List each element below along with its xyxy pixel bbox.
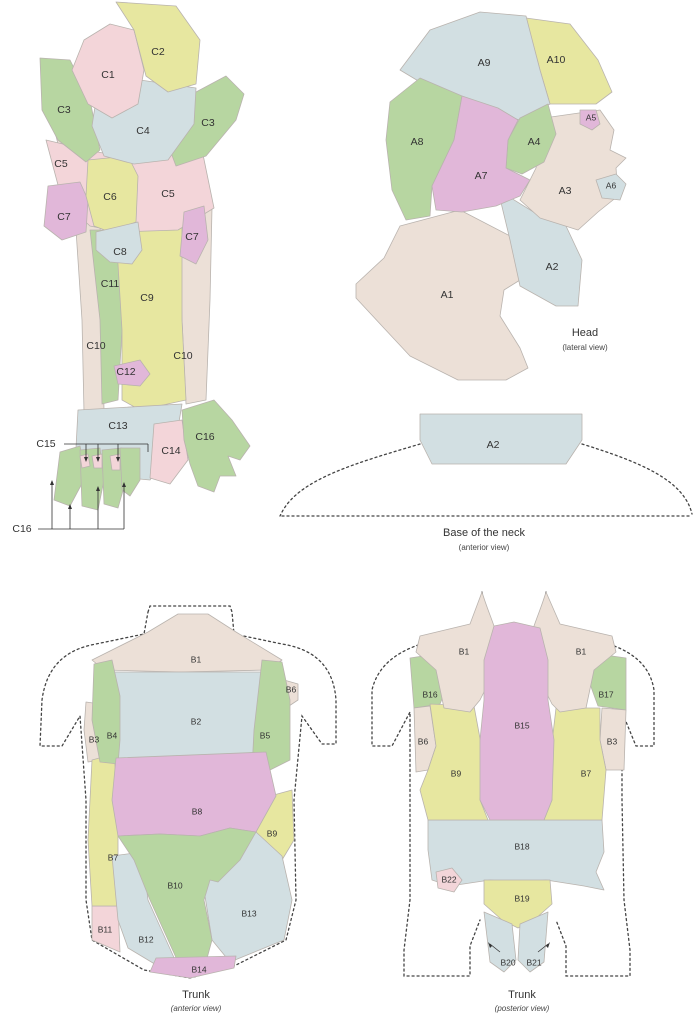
label-b6-anterior: B6 bbox=[286, 684, 297, 694]
label-a7: A7 bbox=[475, 170, 488, 182]
label-a2: A2 bbox=[546, 261, 559, 273]
label-b1-anterior: B1 bbox=[191, 654, 202, 664]
label-a9: A9 bbox=[478, 57, 491, 69]
caption-trunk-anterior: Trunk bbox=[182, 989, 210, 1001]
label-c6: C6 bbox=[103, 191, 117, 203]
label-b9-anterior: B9 bbox=[267, 828, 278, 838]
label-c11: C11 bbox=[101, 278, 120, 290]
label-a5: A5 bbox=[586, 112, 597, 122]
neck-outline-right bbox=[582, 444, 692, 514]
region-b1-anterior bbox=[92, 614, 282, 672]
label-c7-left: C7 bbox=[57, 211, 71, 223]
neck-diagram: A2 Base of the neck (anterior view) bbox=[280, 414, 692, 552]
label-c5-right: C5 bbox=[161, 188, 175, 200]
label-b4: B4 bbox=[107, 730, 118, 740]
label-a3: A3 bbox=[559, 185, 572, 197]
label-a10: A10 bbox=[547, 54, 566, 66]
label-b1-posterior-right: B1 bbox=[576, 646, 587, 656]
label-b15: B15 bbox=[514, 720, 529, 730]
region-c15-2 bbox=[92, 454, 102, 468]
label-b12: B12 bbox=[138, 934, 153, 944]
label-b16: B16 bbox=[422, 689, 437, 699]
label-c3-right: C3 bbox=[201, 117, 215, 129]
region-c15-1 bbox=[80, 454, 90, 468]
label-b22: B22 bbox=[441, 874, 456, 884]
label-b9-posterior: B9 bbox=[451, 768, 462, 778]
caption-neck-sub: (anterior view) bbox=[459, 543, 510, 552]
label-a4: A4 bbox=[528, 136, 541, 148]
label-b19: B19 bbox=[514, 893, 529, 903]
label-c3-left: C3 bbox=[57, 104, 71, 116]
label-b6-posterior: B6 bbox=[418, 736, 429, 746]
caption-head-sub: (lateral view) bbox=[562, 343, 608, 352]
label-c2: C2 bbox=[151, 46, 165, 58]
label-b5: B5 bbox=[260, 730, 271, 740]
region-c16-hand bbox=[182, 400, 250, 492]
label-b10: B10 bbox=[167, 880, 182, 890]
label-b1-posterior-left: B1 bbox=[459, 646, 470, 656]
label-b11: B11 bbox=[98, 924, 113, 934]
label-b14: B14 bbox=[191, 964, 206, 974]
label-a6: A6 bbox=[606, 180, 617, 190]
label-c12: C12 bbox=[116, 366, 135, 378]
label-c16-hand: C16 bbox=[195, 431, 214, 443]
label-c13: C13 bbox=[108, 420, 127, 432]
region-c15-3 bbox=[110, 454, 120, 470]
trunk-anterior-diagram: B1 B2 B3 B4 B5 B6 B7 B8 B9 B10 B11 B12 B… bbox=[40, 606, 336, 1013]
trunk-posterior-diagram: B1 B1 B16 B17 B15 B6 B3 B9 B7 B18 B22 B1… bbox=[372, 592, 654, 1013]
label-b21: B21 bbox=[526, 957, 541, 967]
label-c14: C14 bbox=[161, 445, 180, 457]
label-c4: C4 bbox=[136, 125, 150, 137]
label-b7-posterior: B7 bbox=[581, 768, 592, 778]
label-c10-right: C10 bbox=[173, 350, 192, 362]
label-a2-neck: A2 bbox=[487, 439, 500, 451]
label-c7-right: C7 bbox=[185, 231, 199, 243]
label-b2: B2 bbox=[191, 716, 202, 726]
label-b8: B8 bbox=[192, 806, 203, 816]
label-c9: C9 bbox=[140, 292, 154, 304]
label-a1: A1 bbox=[441, 289, 454, 301]
region-b8 bbox=[112, 752, 276, 836]
label-a8: A8 bbox=[411, 136, 424, 148]
head-diagram: A1 A2 A3 A4 A5 A6 A7 A8 A9 A10 Head (lat… bbox=[356, 12, 626, 380]
label-b7: B7 bbox=[108, 852, 119, 862]
caption-neck: Base of the neck bbox=[443, 527, 525, 539]
region-a2-neck bbox=[420, 414, 582, 464]
caption-trunk-posterior-sub: (posterior view) bbox=[495, 1004, 550, 1013]
region-b7 bbox=[88, 754, 118, 906]
label-c10-left: C10 bbox=[86, 340, 105, 352]
label-c15: C15 bbox=[36, 438, 55, 450]
caption-trunk-anterior-sub: (anterior view) bbox=[171, 1004, 222, 1013]
region-b2 bbox=[104, 672, 270, 762]
label-c16: C16 bbox=[12, 523, 31, 535]
neck-outline-left bbox=[280, 444, 420, 516]
caption-trunk-posterior: Trunk bbox=[508, 989, 536, 1001]
label-b3-posterior: B3 bbox=[607, 736, 618, 746]
label-b18: B18 bbox=[514, 841, 529, 851]
label-c8: C8 bbox=[113, 246, 127, 258]
label-c1: C1 bbox=[101, 69, 115, 81]
label-b20: B20 bbox=[500, 957, 515, 967]
label-c5-left: C5 bbox=[54, 158, 68, 170]
label-b3-anterior: B3 bbox=[89, 734, 100, 744]
caption-head: Head bbox=[572, 327, 598, 339]
limb-diagram: C1 C2 C3 C3 C4 C5 C5 C6 C7 C7 C8 C11 C9 … bbox=[12, 2, 250, 535]
region-c16-finger-4 bbox=[120, 448, 140, 496]
label-b17: B17 bbox=[598, 689, 613, 699]
label-b13: B13 bbox=[241, 908, 256, 918]
